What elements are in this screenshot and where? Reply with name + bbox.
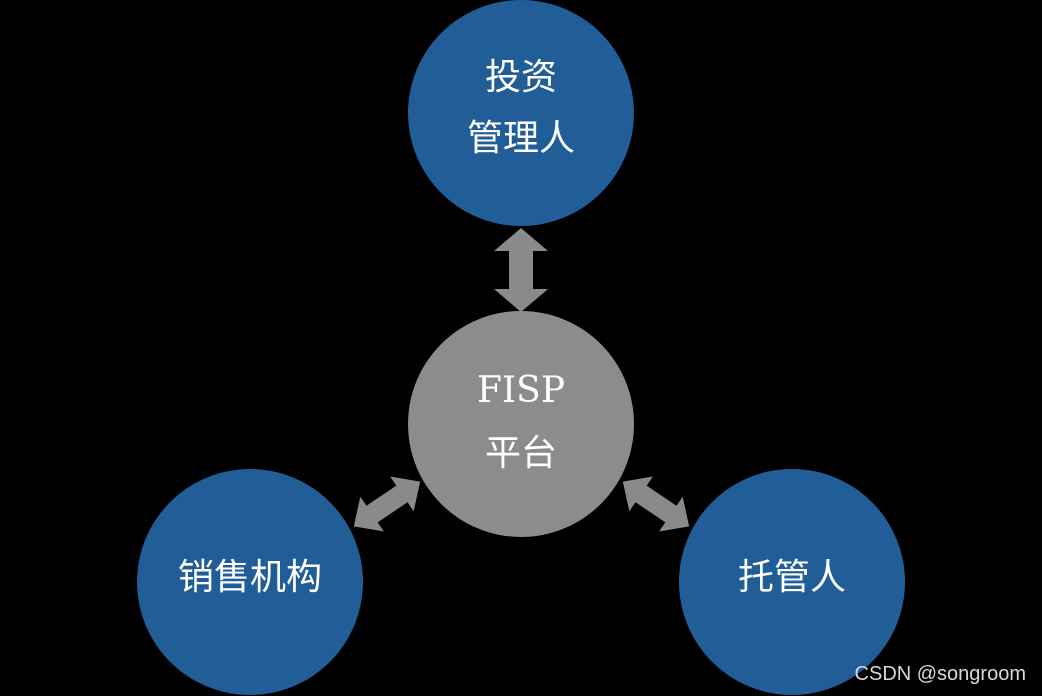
- double-arrow-platform-investment-manager: [494, 228, 548, 312]
- watermark-text: CSDN @songroom: [854, 663, 1026, 685]
- double-arrow-platform-sales-agency: [353, 476, 421, 532]
- investment-manager-node: [408, 0, 634, 226]
- custodian-label: 托管人: [738, 557, 846, 598]
- double-arrow-platform-custodian: [622, 476, 690, 532]
- sales-agency-node: [137, 469, 363, 695]
- sales-agency-label: 销售机构: [178, 557, 322, 598]
- platform-label-line1: FISP: [477, 370, 565, 411]
- platform-label-line2: 平台: [485, 433, 557, 474]
- custodian-node: [679, 469, 905, 695]
- investment-manager-label-line1: 投资: [485, 57, 557, 98]
- investment-manager-label-line2: 管理人: [467, 118, 575, 159]
- platform-node: [408, 311, 634, 537]
